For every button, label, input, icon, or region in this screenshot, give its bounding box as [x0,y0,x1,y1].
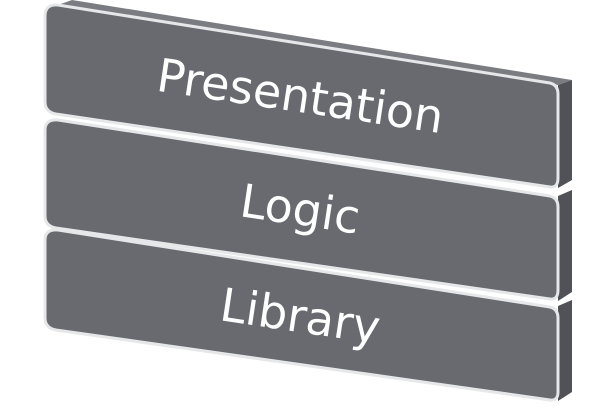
layer-presentation-face [43,3,560,189]
layer-presentation: Presentation [43,0,572,189]
layer-logic-face [43,118,560,301]
layer-presentation-top [58,0,572,85]
layer-library-side [558,300,572,401]
layer-library-face [43,228,560,402]
layer-presentation-side [558,80,572,188]
layer-library: Library [43,228,572,402]
layer-logic-side [558,190,572,301]
layer-logic: Logic [43,118,572,301]
